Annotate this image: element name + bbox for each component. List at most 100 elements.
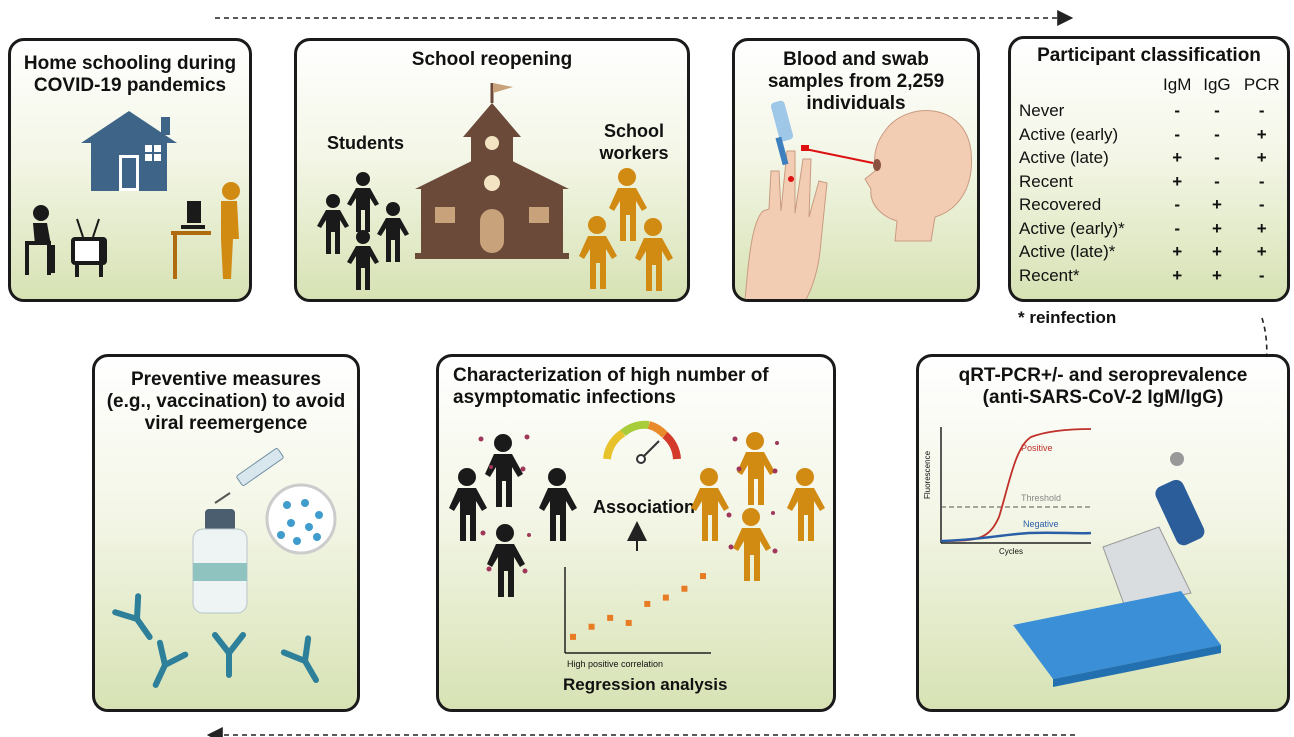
row-label: Active (early): [1019, 124, 1119, 144]
characterization-illustration: [449, 420, 825, 654]
students-label: Students: [327, 133, 405, 153]
column-header: PCR: [1243, 75, 1280, 94]
classification-table: IgM IgG PCR Never - - - Active (early) - - + A…: [1019, 71, 1287, 287]
samples-title-line1: Blood and swab: [783, 49, 929, 70]
cell-pcr: +: [1256, 148, 1267, 167]
samples-illustration: [744, 100, 973, 299]
cell-igm: +: [1172, 265, 1183, 285]
cell-pcr: -: [1258, 171, 1265, 191]
gauge-icon: [603, 420, 681, 464]
cell-igm: -: [1174, 218, 1181, 238]
samples-panel: Blood and swab samples from 2,259 indivi…: [732, 38, 980, 302]
table-header-row: IgM IgG PCR: [1019, 71, 1287, 99]
infected-workers-icon: [691, 432, 825, 581]
cell-igg: -: [1214, 101, 1220, 120]
home-schooling-panel: Home schooling during COVID-19 pandemics: [8, 38, 252, 302]
regression-point: [681, 585, 688, 592]
multichannel-pipette-icon: [1102, 452, 1205, 608]
cell-igg: +: [1211, 265, 1222, 285]
column-header: IgG: [1203, 75, 1231, 94]
vial-icon: [192, 509, 248, 614]
table-row: Recent* + + -: [1019, 264, 1287, 288]
table-row: Recent + - -: [1019, 170, 1287, 194]
characterization-title-line1: Characterization of high number of: [453, 365, 769, 386]
characterization-title-line2: asymptomatic infections: [453, 387, 676, 408]
cell-igg: +: [1211, 195, 1222, 214]
regression-point: [588, 623, 595, 630]
table-row: Recovered - + -: [1019, 193, 1287, 217]
cell-igm: -: [1174, 101, 1181, 120]
head-icon: [864, 110, 973, 242]
positive-label: Positive: [1021, 443, 1053, 453]
table-row: Active (late)*+++: [1019, 240, 1287, 264]
classification-title: Participant classification: [1037, 45, 1261, 66]
home-title-line1: Home schooling during: [23, 53, 237, 74]
threshold-label: Threshold: [1021, 493, 1062, 503]
syringe-icon: [214, 448, 284, 504]
row-label: Recent*: [1019, 265, 1080, 285]
correlation-label: High positive correlation: [567, 659, 664, 669]
child-tv-icon: [25, 205, 107, 277]
association-label: Association: [593, 497, 696, 517]
antibodies-icon: [112, 593, 319, 688]
hand-icon: [744, 150, 828, 299]
regression-point: [700, 573, 706, 580]
table-row: Active (late) + - +: [1019, 146, 1287, 170]
home-illustration: [25, 111, 240, 279]
regression-points: [570, 573, 706, 640]
magnified-virus-icon: [265, 483, 337, 555]
samples-title-line3: individuals: [806, 93, 906, 114]
cell-pcr: +: [1256, 124, 1267, 144]
regression-point: [625, 619, 632, 626]
reopen-title: School reopening: [411, 49, 573, 70]
row-label: Recovered: [1019, 195, 1102, 214]
workers-group-icon: [579, 168, 673, 291]
qpcr-title-line1: qRT-PCR+/- and seroprevalence: [958, 365, 1248, 386]
row-label: Active (early)*: [1019, 218, 1125, 238]
cell-igm: +: [1172, 171, 1183, 191]
characterization-panel: Characterization of high number of asymp…: [436, 354, 836, 712]
row-label: Active (late)*: [1019, 242, 1116, 261]
workers-label-l2: workers: [599, 143, 669, 163]
school-building-icon: [415, 83, 569, 259]
cell-igg: +: [1211, 242, 1222, 261]
cell-pcr: -: [1258, 265, 1265, 285]
cell-pcr: -: [1258, 195, 1265, 214]
cell-igg: +: [1211, 218, 1222, 238]
qpcr-illustration: [940, 427, 1221, 687]
cell-igm: +: [1172, 148, 1183, 167]
reinfection-footnote: * reinfection: [1018, 308, 1117, 327]
table-row: Active (early) - - +: [1019, 123, 1287, 147]
cell-pcr: +: [1256, 218, 1267, 238]
row-label: Active (late): [1019, 148, 1109, 167]
row-label: Never: [1019, 101, 1065, 120]
qpcr-panel: qRT-PCR+/- and seroprevalence (anti-SARS…: [916, 354, 1290, 712]
amplification-plot: [940, 427, 1092, 544]
table-row: Never---: [1019, 99, 1287, 123]
school-reopening-panel: School reopening Students School workers: [294, 38, 690, 302]
qpcr-title-line2: (anti-SARS-CoV-2 IgM/IgG): [982, 387, 1224, 408]
virus-particles-icon: [478, 434, 779, 574]
row-label: Recent: [1019, 171, 1073, 191]
preventive-title-line3: viral reemergence: [144, 413, 308, 434]
regression-axes: [564, 567, 711, 654]
preventive-panel: Preventive measures (e.g., vaccination) …: [92, 354, 360, 712]
well-plate-icon: [1013, 591, 1221, 687]
samples-title-line2: samples from 2,259: [767, 71, 945, 92]
infected-students-icon: [449, 434, 577, 597]
cell-igg: -: [1214, 148, 1220, 167]
workers-label-l1: School: [603, 121, 664, 141]
regression-point: [644, 600, 651, 607]
cell-igg: -: [1214, 124, 1220, 144]
preventive-title-line1: Preventive measures: [130, 369, 322, 390]
cell-igm: -: [1174, 195, 1181, 214]
cell-igg: -: [1214, 171, 1220, 191]
cell-igm: -: [1174, 124, 1181, 144]
negative-label: Negative: [1023, 519, 1059, 529]
house-icon: [81, 111, 177, 191]
lancet-icon: [770, 100, 794, 166]
students-group-icon: [317, 172, 409, 290]
home-title-line2: COVID-19 pandemics: [33, 75, 227, 96]
cell-igm: +: [1172, 242, 1183, 261]
column-header: IgM: [1163, 75, 1192, 94]
